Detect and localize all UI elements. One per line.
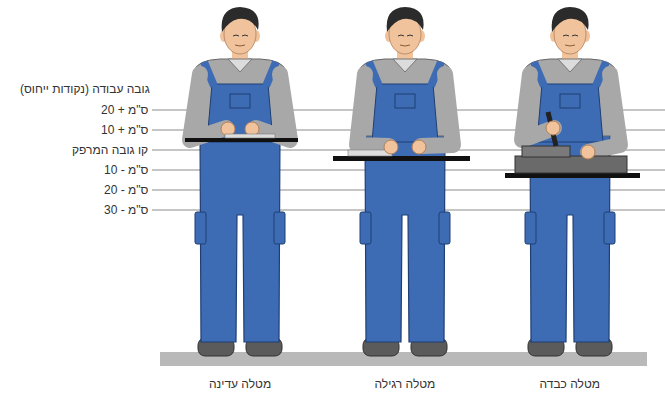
worker-figure xyxy=(522,7,620,356)
task-label: מטלה רגילה xyxy=(375,376,436,392)
elbow-line-label: קו גובה המרפק xyxy=(72,142,148,158)
worker-figure xyxy=(190,7,290,356)
heading-label: גובה עבודה (נקודות ייחוס) xyxy=(20,81,150,97)
floor xyxy=(160,352,647,366)
workpiece xyxy=(225,134,275,138)
offset-label: 10 - ס"מ xyxy=(104,162,148,178)
task-label: מטלה עדינה xyxy=(209,376,271,392)
workpiece xyxy=(515,156,627,173)
task-label: מטלה כבדה xyxy=(540,376,601,392)
worker-figure xyxy=(357,7,453,356)
offset-label: 30 - ס"מ xyxy=(104,202,148,218)
workbench xyxy=(333,156,470,161)
offset-label: 20 + ס"מ xyxy=(101,102,148,118)
workbench xyxy=(505,173,640,178)
offset-label: 20 - ס"מ xyxy=(104,182,148,198)
workbench xyxy=(185,138,298,142)
offset-label: 10 + ס"מ xyxy=(101,122,148,138)
